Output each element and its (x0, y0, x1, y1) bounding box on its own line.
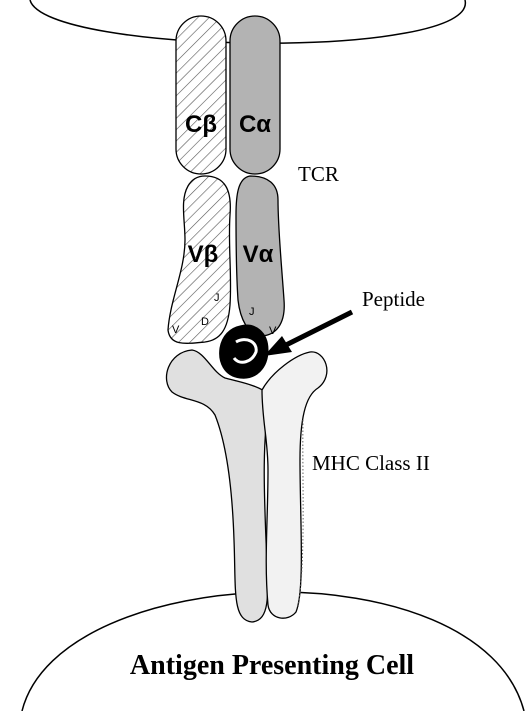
apc-label: Antigen Presenting Cell (130, 650, 414, 681)
segment-j-beta-label: J (214, 292, 220, 304)
segment-d-label: D (201, 316, 209, 328)
peptide-arrow-shaft (284, 312, 352, 346)
segment-j-alpha-label: J (249, 306, 255, 318)
mhc-chain-right (262, 352, 327, 618)
peptide-shape (220, 325, 268, 378)
v-beta-label: Vβ (188, 241, 219, 268)
c-alpha-label: Cα (239, 111, 271, 138)
c-beta-label: Cβ (185, 111, 217, 138)
mhc-chain-left (166, 350, 270, 622)
segment-v-alpha-label: V (269, 325, 277, 337)
peptide-label: Peptide (362, 287, 425, 311)
mhc-label: MHC Class II (312, 451, 430, 475)
c-beta-domain (176, 16, 226, 174)
c-alpha-domain (230, 16, 280, 174)
v-alpha-label: Vα (243, 241, 274, 268)
segment-v-beta-label: V (172, 324, 180, 336)
tcr-label: TCR (298, 162, 339, 186)
